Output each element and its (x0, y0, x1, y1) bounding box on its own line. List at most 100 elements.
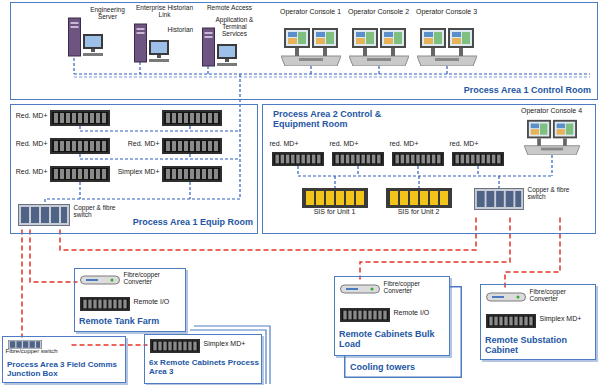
label-holder: Operator Console 4 (514, 107, 590, 115)
equipment-label: Engineering Server (88, 6, 128, 21)
network-switch: Fibre/copper switch (6, 338, 72, 358)
controller-rack: red. MD+ (450, 140, 506, 170)
label-holder: red. MD+ (330, 140, 386, 148)
controller-rack: Red. MD+ (12, 136, 112, 156)
label-holder: red. MD+ (270, 140, 326, 148)
operator-console: Operator Console 2 (346, 8, 412, 68)
fibre-converter: Fibre/copper Converter (484, 288, 592, 310)
bus-line (74, 76, 590, 77)
label-holder: SIS for Unit 2 (384, 208, 454, 216)
equipment-label: Red. MD+ (12, 168, 48, 176)
operator-console: Operator Console 1 (278, 8, 344, 68)
label-holder: Remote Cabinets Bulk Load (339, 329, 447, 350)
equipment-label: Simplex MD+ (540, 315, 590, 323)
console-icon (281, 28, 341, 66)
operator-console: Operator Console 4 (514, 106, 590, 156)
operator-console: Operator Console 3 (414, 8, 480, 68)
bus-line (45, 74, 240, 204)
label-holder: Fibre/copper Converter (124, 271, 182, 286)
label-holder: Operator Console 1 (278, 8, 344, 16)
fibre-converter: Fibre/copper Converter (338, 280, 446, 302)
label-holder: Fibre/copper switch (6, 348, 72, 355)
console-icon (349, 28, 409, 66)
equipment-label: Fibre/copper Converter (124, 271, 182, 286)
rack-icon (340, 308, 390, 322)
switch-icon (19, 205, 70, 226)
enclosure-outline (345, 287, 462, 378)
server-workstation: Enterprise Historian LinkHistorian (132, 4, 198, 60)
area-title: Process Area 1 Control Room (391, 85, 591, 95)
area-title: 6x Remote Cabinets Process Area 3 (149, 358, 259, 376)
remote-enclosure: Remote Substation Cabinet Fibre/copper Co… (480, 284, 596, 360)
converter-icon (487, 293, 526, 301)
controller-rack: Simplex MD+ (116, 164, 224, 184)
label-holder: Historian (168, 26, 198, 33)
remote-enclosure: 6x Remote Cabinets Process Area 3 Simplex… (144, 334, 262, 384)
label-holder: Process Area 2 Control & Equipment Room (273, 109, 423, 130)
fibre-link (505, 218, 560, 288)
label-holder: Remote Substation Cabinet (485, 335, 593, 356)
equipment-label: red. MD+ (450, 140, 506, 148)
equipment-label: Red. MD+ (116, 140, 160, 148)
equipment-label: Application & Terminal Services (214, 16, 256, 38)
rack-icon (50, 110, 110, 126)
equipment-room: Process Area 1 Equip RoomRed. MD+Red. MD… (10, 104, 258, 234)
label-holder: SIS for Unit 1 (300, 208, 370, 216)
remote-enclosure: Remote Cabinets Bulk Load Fibre/copper Co… (334, 276, 450, 356)
rack-icon (50, 166, 110, 182)
console-icon (417, 28, 477, 66)
controller-rack: red. MD+ (390, 140, 446, 170)
equipment-label: Fibre/copper Converter (530, 288, 590, 303)
label-holder: Enterprise Historian Link (132, 4, 198, 19)
control-equipment-room: Process Area 2 Control & Equipment Room O… (262, 104, 596, 234)
rack-icon (150, 339, 200, 353)
area-title: Remote Tank Farm (79, 316, 183, 326)
controller-rack: red. MD+ (330, 140, 386, 170)
label-holder: Process Area 3 Field Comms Junction Box (7, 360, 123, 378)
controller-rack: Red. MD+ (12, 108, 112, 128)
equipment-label: Simplex MD+ (116, 168, 160, 176)
label-holder: Simplex MD+ (116, 168, 160, 176)
control-network-bus (45, 58, 590, 204)
controller-rack: Red. MD+ (12, 164, 112, 184)
bus-line (74, 73, 590, 74)
rack-icon (162, 166, 222, 182)
label-holder: Engineering Server (88, 6, 128, 21)
fibre-link (360, 218, 510, 280)
sis-icon (386, 188, 452, 208)
converter-icon (341, 285, 380, 293)
label-holder: 6x Remote Cabinets Process Area 3 (149, 358, 259, 376)
label-holder: Copper & fibre switch (528, 186, 578, 201)
equipment-label: SIS for Unit 2 (384, 208, 454, 216)
label-holder: red. MD+ (450, 140, 506, 148)
label-holder: Red. MD+ (12, 140, 48, 148)
equipment-label: Operator Console 3 (414, 8, 480, 16)
label-holder: Simplex MD+ (204, 340, 256, 348)
fibre-link (21, 230, 23, 338)
network-switch: Copper & fibre switch (470, 184, 580, 218)
rack-icon (50, 138, 110, 154)
label-holder: Application & Terminal Services (214, 16, 256, 38)
fibre-link (30, 230, 78, 283)
rack-icon (486, 314, 536, 328)
equipment-label: Enterprise Historian Link (132, 4, 198, 19)
sis-icon (302, 188, 368, 208)
server-icon (69, 18, 104, 56)
label-holder: Operator Console 2 (346, 8, 412, 16)
rack-icon (162, 110, 222, 126)
label-holder: Cooling towers (350, 362, 458, 372)
equipment-label: Red. MD+ (12, 112, 48, 120)
label-holder: Remote I/O (134, 298, 180, 306)
equipment-label: Operator Console 2 (346, 8, 412, 16)
rack-icon (80, 297, 130, 311)
junction-box: Process Area 3 Field Comms Junction Box F… (2, 336, 126, 383)
equipment-label: red. MD+ (270, 140, 326, 148)
equipment-label: Copper & fibre switch (528, 186, 578, 201)
bus-drop (80, 126, 190, 199)
equipment-label: red. MD+ (330, 140, 386, 148)
converter-icon (81, 276, 120, 284)
equipment-label: red. MD+ (390, 140, 446, 148)
server-workstation: Remote AccessApplication & Terminal Serv… (200, 4, 256, 62)
